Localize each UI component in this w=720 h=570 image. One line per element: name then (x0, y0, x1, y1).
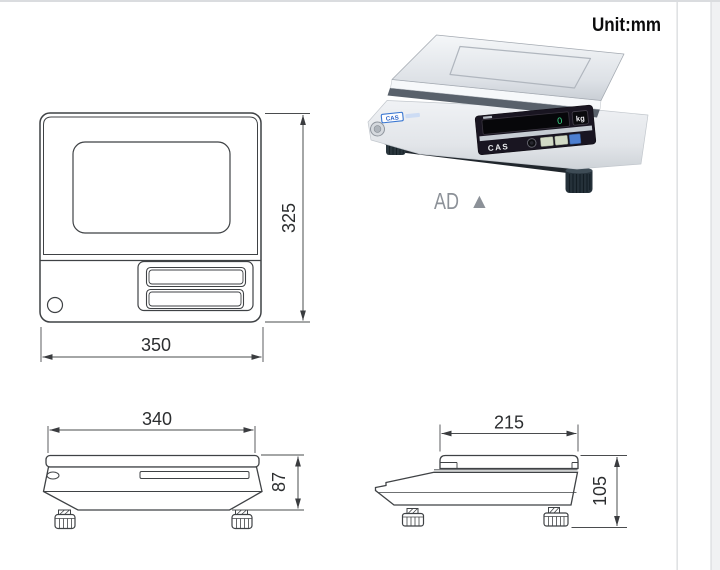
top-view-depth-value: 325 (279, 203, 299, 233)
side-view-platter (439, 454, 579, 470)
side-view-body (374, 471, 579, 506)
front-view-platter (45, 454, 260, 468)
photo-right-foot (565, 167, 593, 193)
side-view-height-value: 105 (590, 476, 610, 506)
top-view-dimensions: 325 350 (40, 113, 310, 362)
photo-key-2 (554, 135, 569, 146)
front-view-level-bubble (46, 471, 60, 480)
side-view-depth-value: 215 (494, 413, 524, 433)
top-view-display-slot-2 (145, 288, 245, 310)
front-view-dimensions: 340 87 (47, 409, 304, 511)
front-view-left-foot (54, 509, 76, 530)
photo-platter-groove (449, 45, 592, 89)
photo-brand-sticker: CAS (380, 111, 421, 124)
photo-panel-divider (479, 125, 593, 142)
top-view-platter (72, 141, 231, 234)
top-view-drawing (39, 112, 262, 323)
photo-model-mark (483, 115, 493, 119)
photo-panel-brand: CAS (487, 142, 509, 153)
side-view-drawing (374, 454, 579, 527)
top-view-inner-frame (43, 116, 258, 255)
product-series-label: AD ▲ (434, 188, 490, 214)
photo-kg-badge (571, 110, 589, 126)
top-view-console-bezel (137, 260, 254, 312)
photo-sticker-brand: CAS (385, 114, 399, 122)
vertical-divider-line-2 (710, 0, 712, 570)
front-view-width-value: 340 (142, 409, 172, 429)
photo-display-window (481, 111, 571, 135)
front-view-right-foot (231, 509, 253, 530)
side-view-left-foot (401, 508, 425, 527)
front-view-display-strip (139, 471, 250, 479)
series-triangle-marker: ▲ (469, 190, 490, 213)
photo-display-value: 0 (557, 116, 563, 126)
top-view-level-bubble (46, 296, 64, 314)
vertical-divider-line (676, 0, 678, 570)
right-margin-strip (711, 0, 720, 570)
side-view-dimensions: 215 105 (439, 413, 627, 528)
product-photo: 0 kg CAS CAS (367, 34, 649, 193)
top-view-display-slot-1 (145, 266, 247, 288)
front-view-drawing (42, 454, 263, 530)
photo-key-blue (568, 133, 582, 145)
top-hairline (0, 0, 720, 2)
side-view-right-foot (543, 507, 569, 527)
top-view-width-value: 350 (141, 335, 171, 355)
photo-console-panel: 0 kg CAS (474, 104, 597, 155)
front-view-height-value: 87 (269, 472, 289, 492)
series-name-text: AD (434, 188, 459, 214)
front-view-body (42, 466, 263, 511)
photo-platter (391, 34, 625, 101)
unit-label: Unit:mm (592, 15, 661, 36)
photo-kg-label: kg (576, 114, 586, 124)
photo-key-1 (540, 136, 554, 147)
